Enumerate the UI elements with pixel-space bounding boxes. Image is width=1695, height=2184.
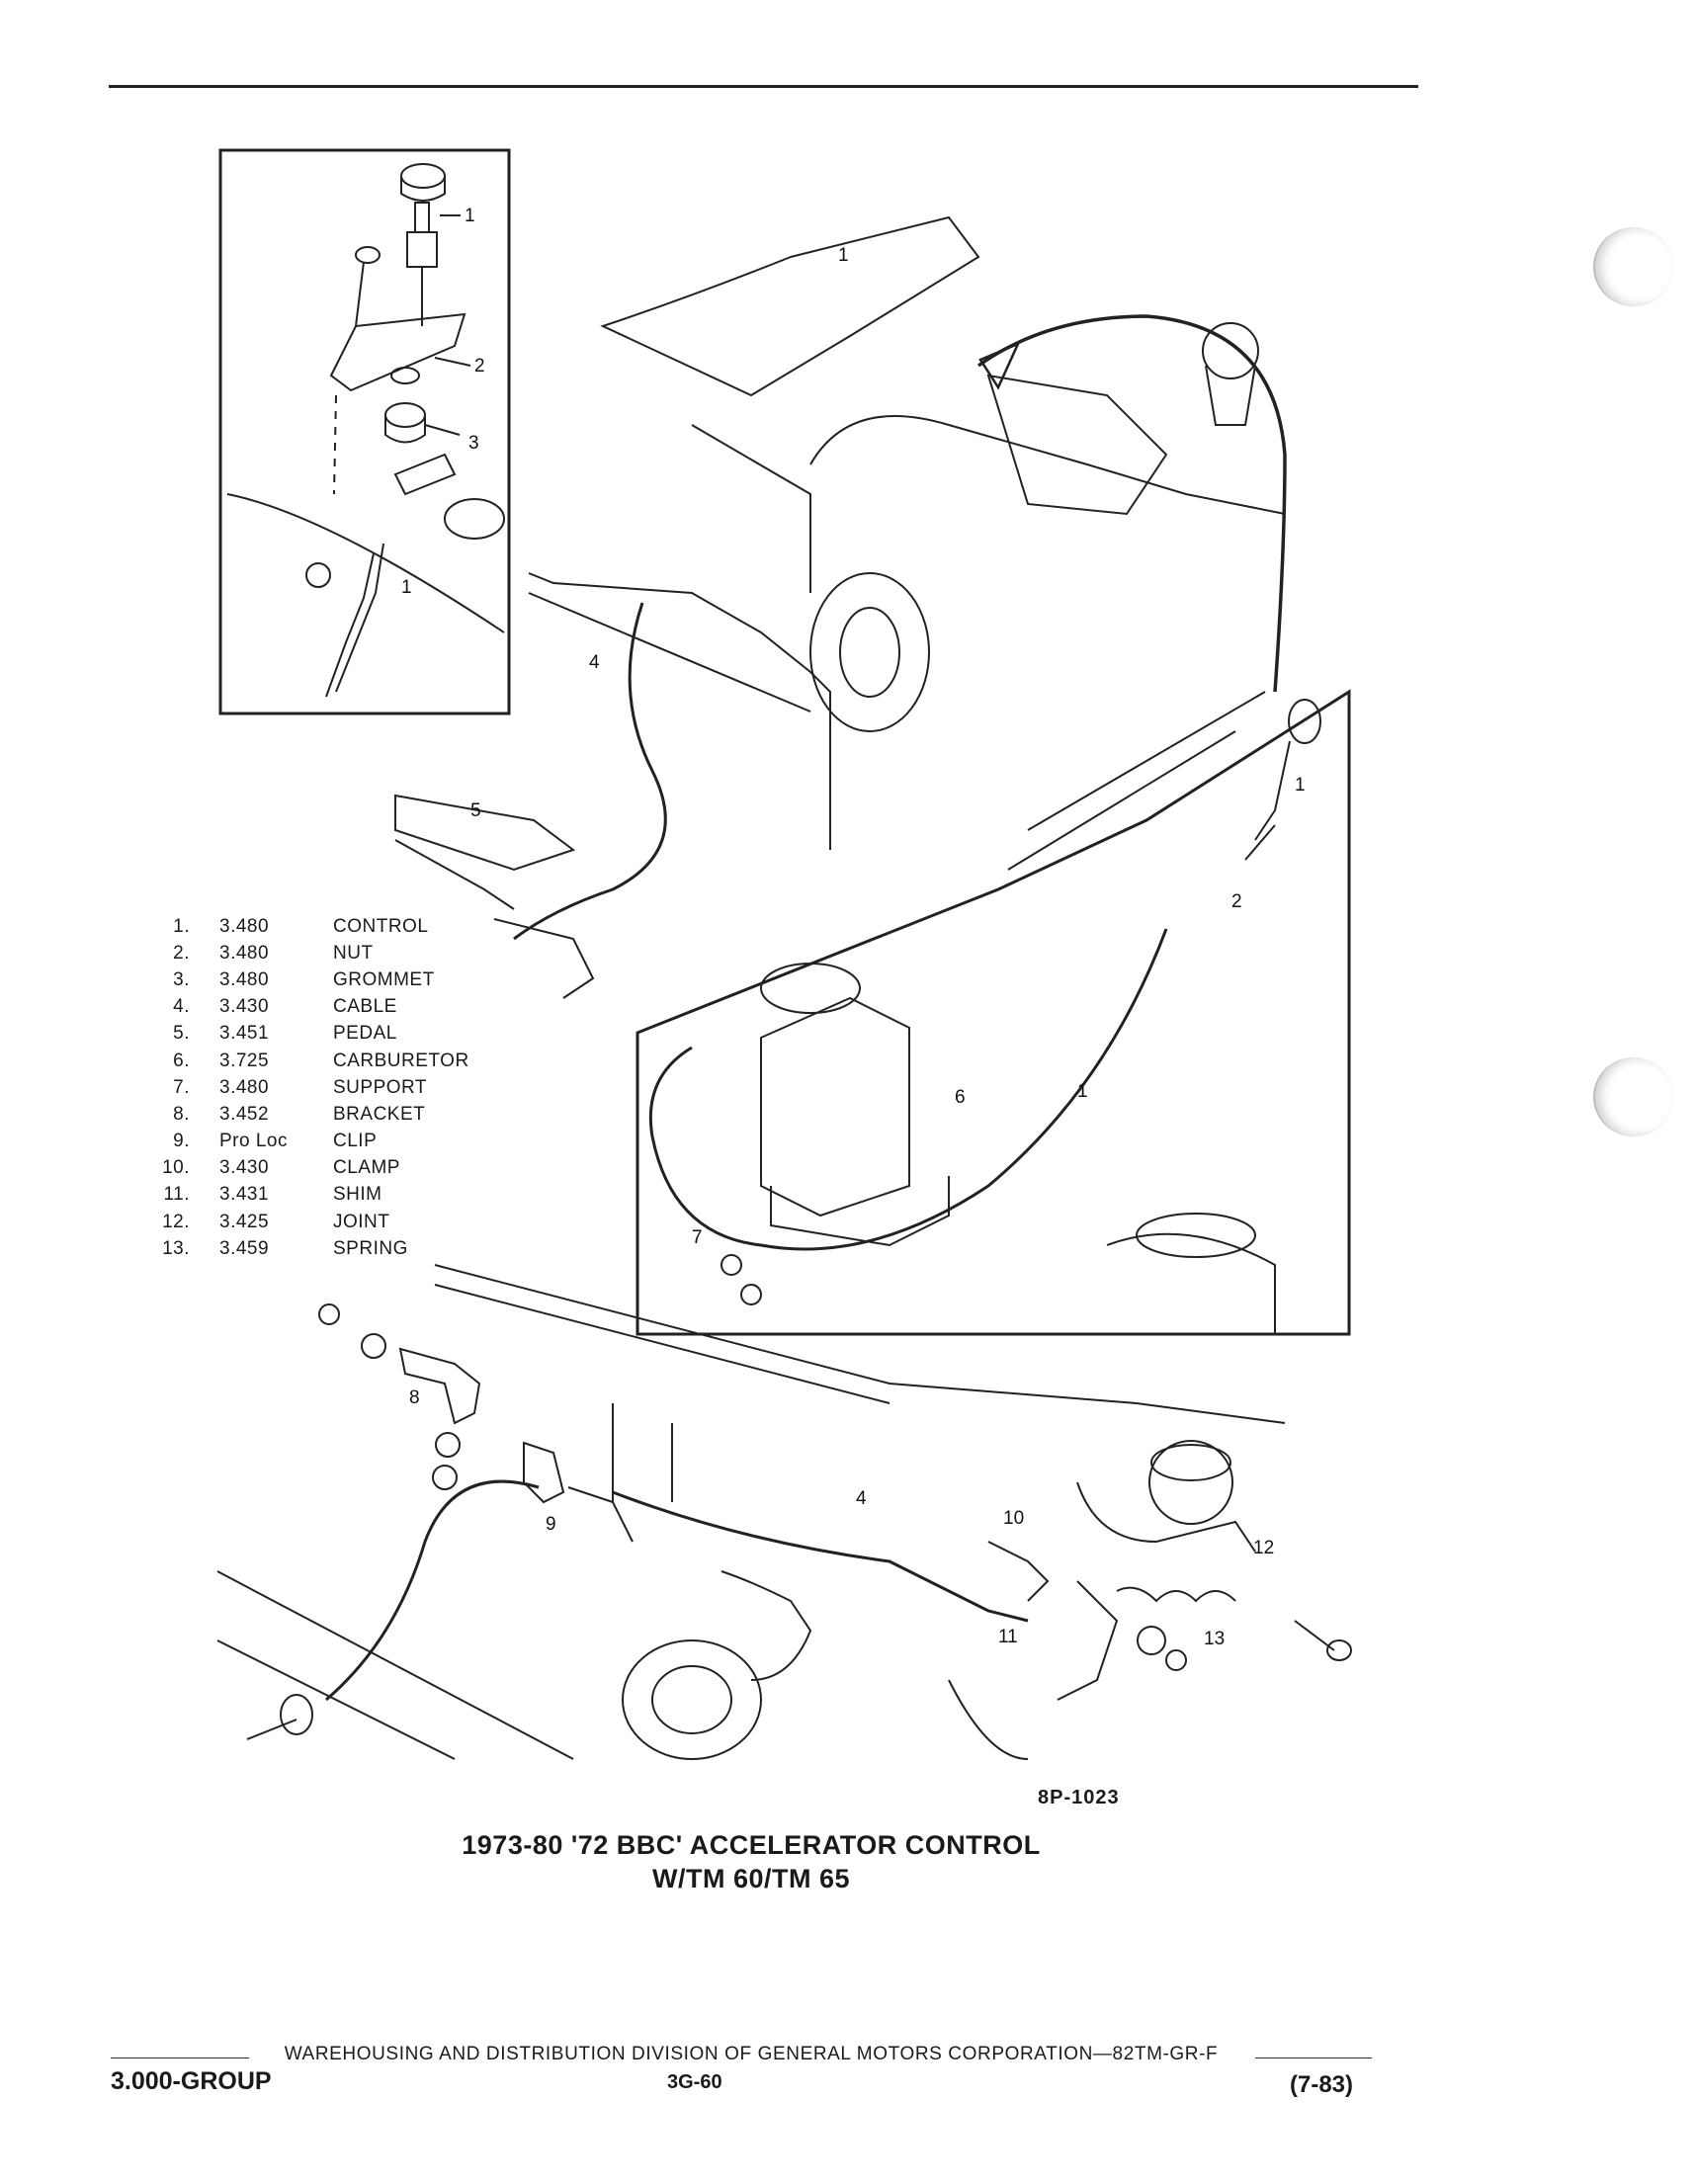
figure-number: 8P-1023 (1038, 1787, 1120, 1808)
caption-line-2: W/TM 60/TM 65 (651, 1864, 851, 1893)
parts-list-row: 3. 3.480 GROMMET (138, 966, 531, 993)
callout-main-9: 9 (546, 1514, 556, 1535)
callout-main-10: 10 (1003, 1508, 1024, 1529)
part-reference: 3.451 (219, 1023, 270, 1045)
clip-9 (523, 1441, 565, 1504)
callout-inset-3: 3 (468, 433, 479, 454)
part-reference: 3.431 (219, 1184, 270, 1206)
part-reference: 3.430 (219, 996, 270, 1018)
figure-caption: 1973-80 '72 BBC' ACCELERATOR CONTROL W/T… (297, 1828, 1206, 1895)
bracket-8 (398, 1347, 481, 1425)
punch-hole-top (1593, 227, 1674, 306)
parts-list-row: 2. 3.480 NUT (138, 940, 531, 966)
callout-inset-r-6: 6 (955, 1087, 966, 1108)
callout-main-12: 12 (1253, 1538, 1274, 1558)
callout-inset-r-2: 2 (1231, 891, 1242, 912)
parts-list-row: 9. Pro Loc CLIP (138, 1129, 531, 1155)
parts-list-row: 13. 3.459 SPRING (138, 1235, 531, 1262)
part-number: 12. (162, 1211, 190, 1232)
part-name: BRACKET (333, 1103, 426, 1125)
punch-hole-middle (1593, 1057, 1674, 1136)
part-number: 2. (173, 942, 190, 964)
callout-main-4b: 4 (856, 1488, 867, 1509)
callout-inset-r-7: 7 (692, 1227, 703, 1248)
part-number: 1. (173, 915, 190, 937)
part-name: CABLE (333, 996, 397, 1018)
part-number: 3. (173, 968, 190, 990)
accelerator-pedal (394, 794, 576, 872)
part-name: JOINT (333, 1211, 390, 1232)
exploded-view-drawing: 1 2 3 1 1 4 5 1 2 6 1 7 8 9 4 10 11 12 1… (216, 148, 1352, 1760)
cable-4-main (513, 602, 667, 941)
part-reference: 3.480 (219, 915, 270, 937)
part-reference: 3.725 (219, 1050, 270, 1071)
callout-main-5: 5 (470, 800, 481, 821)
callout-inset-1b: 1 (401, 577, 412, 598)
part-reference: 3.452 (219, 1103, 270, 1125)
callout-inset-r-1b: 1 (1077, 1081, 1088, 1102)
return-spring (1116, 1586, 1236, 1603)
caption-line-1: 1973-80 '72 BBC' ACCELERATOR CONTROL (462, 1830, 1041, 1860)
part-name: CLIP (333, 1131, 378, 1152)
part-number: 11. (163, 1184, 190, 1206)
part-name: SHIM (333, 1184, 382, 1206)
footer-date: (7-83) (1290, 2071, 1354, 2098)
part-reference: 3.480 (219, 968, 270, 990)
footer-division: WAREHOUSING AND DISTRIBUTION DIVISION OF… (284, 2044, 1219, 2064)
part-number: 4. (173, 996, 190, 1018)
parts-list-row: 8. 3.452 BRACKET (138, 1101, 531, 1128)
pulley (809, 572, 930, 732)
control-knob (400, 163, 446, 189)
part-number: 9. (173, 1131, 190, 1152)
parts-list-row: 5. 3.451 PEDAL (138, 1021, 531, 1048)
parts-list-row: 1. 3.480 CONTROL (138, 913, 531, 940)
part-name: GROMMET (333, 968, 435, 990)
part-number: 6. (173, 1050, 190, 1071)
part-name: CARBURETOR (333, 1050, 469, 1071)
cable-4-lower (325, 1479, 540, 1702)
part-number: 7. (173, 1076, 190, 1098)
part-reference: 3.480 (219, 942, 270, 964)
footer-page-number: 3G-60 (667, 2071, 722, 2093)
parts-list-row: 12. 3.425 JOINT (138, 1209, 531, 1235)
inset-box-control-knob (218, 148, 511, 715)
callout-main-11: 11 (998, 1627, 1018, 1647)
callout-inset-1a: 1 (465, 206, 475, 226)
parts-list-row: 4. 3.430 CABLE (138, 994, 531, 1021)
parts-list-row: 11. 3.431 SHIM (138, 1182, 531, 1209)
cable-loop-inset (648, 928, 1168, 1251)
cowl-panel (434, 1264, 1286, 1424)
callout-inset-r-1a: 1 (1295, 775, 1306, 796)
part-name: NUT (333, 942, 374, 964)
part-number: 5. (173, 1023, 190, 1045)
carburetor (760, 996, 910, 1218)
parts-list-row: 7. 3.480 SUPPORT (138, 1074, 531, 1101)
callout-main-8: 8 (409, 1387, 420, 1408)
part-reference: 3.430 (219, 1157, 270, 1179)
part-reference: 3.425 (219, 1211, 270, 1232)
part-reference: 3.480 (219, 1076, 270, 1098)
part-name: SPRING (333, 1237, 408, 1259)
callout-main-13: 13 (1204, 1629, 1225, 1649)
part-number: 10. (162, 1157, 190, 1179)
cable-loop-upper (976, 314, 1287, 693)
parts-list-row: 6. 3.725 CARBURETOR (138, 1048, 531, 1074)
callout-main-4: 4 (589, 652, 600, 673)
parts-list-row: 10. 3.430 CLAMP (138, 1155, 531, 1182)
part-name: CONTROL (333, 915, 429, 937)
top-rule (109, 85, 1418, 88)
callout-main-1: 1 (838, 245, 849, 266)
part-name: CLAMP (333, 1157, 400, 1179)
callout-inset-2: 2 (474, 356, 485, 377)
part-reference: Pro Loc (219, 1131, 288, 1152)
part-name: SUPPORT (333, 1076, 428, 1098)
inset-box-carburetor (636, 689, 1351, 1336)
footer-group: 3.000-GROUP (111, 2067, 272, 2095)
part-reference: 3.459 (219, 1237, 270, 1259)
part-name: PEDAL (333, 1023, 397, 1045)
part-number: 13. (162, 1237, 190, 1259)
part-number: 8. (173, 1103, 190, 1125)
